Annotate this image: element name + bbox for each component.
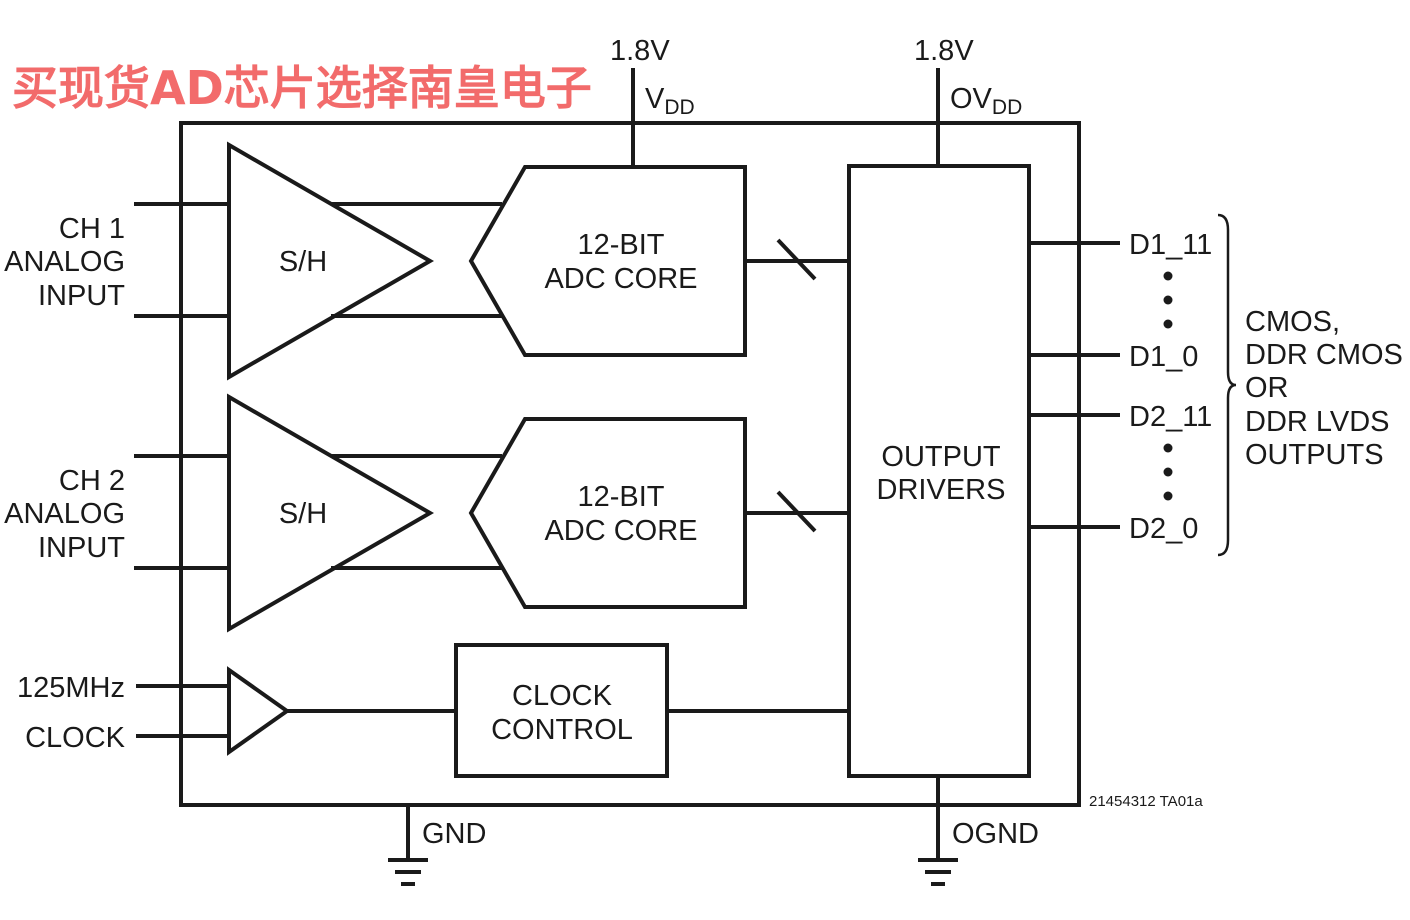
vdd-voltage: 1.8V [610,35,670,67]
watermark-text: 买现货AD芯片选择南皇电子 [12,61,592,115]
clock-label: CLOCK [25,722,126,754]
d2-lsb-label: D2_0 [1129,513,1198,545]
ovdd-voltage: 1.8V [914,35,974,67]
clock-control-label-line1: CLOCK [512,680,613,712]
output-desc-line3: OR [1245,372,1289,404]
adc1-bus-slash [776,238,817,281]
adc1-label-line2: ADC CORE [544,263,697,295]
output-brace [1217,213,1237,557]
sh2-amplifier [227,393,435,633]
output-desc-line5: OUTPUTS [1245,439,1384,471]
output-desc-line1: CMOS, [1245,306,1340,338]
adc2-label-line2: ADC CORE [544,515,697,547]
d2-ellipsis-dots [1163,443,1173,501]
ognd-label: OGND [952,818,1039,850]
sh2-label: S/H [279,498,327,530]
ch2-label-line1: CH 2 [59,465,125,497]
d1-ellipsis-dots [1163,271,1173,329]
sh1-amplifier [227,141,435,381]
sh1-label: S/H [279,246,327,278]
adc2-label-line1: 12-BIT [577,481,664,513]
ch2-label-line2: ANALOG [4,498,125,530]
ch2-label-line3: INPUT [38,532,125,564]
output-drivers-label-line1: OUTPUT [881,441,1001,473]
adc1-label-line1: 12-BIT [577,229,664,261]
adc1-core [468,165,747,357]
figure-id: 21454312 TA01a [1089,793,1203,810]
d2-msb-label: D2_11 [1129,401,1212,433]
adc2-core [468,417,747,609]
output-drivers-label-line2: DRIVERS [877,474,1006,506]
chip-outline [179,121,1081,807]
ch1-label-line1: CH 1 [59,213,125,245]
clock-freq-label: 125MHz [17,672,125,704]
gnd-label: GND [422,818,486,850]
clock-buffer [227,666,291,756]
d1-lsb-label: D1_0 [1129,341,1198,373]
adc2-bus-slash [776,490,817,533]
output-desc-line2: DDR CMOS [1245,339,1403,371]
clock-control-label-line2: CONTROL [491,714,633,746]
vdd-label: VDD [645,83,695,119]
ch1-label-line3: INPUT [38,280,125,312]
ch1-label-line2: ANALOG [4,246,125,278]
ovdd-label: OVDD [950,83,1022,119]
output-desc-line4: DDR LVDS [1245,406,1390,438]
d1-msb-label: D1_11 [1129,229,1212,261]
